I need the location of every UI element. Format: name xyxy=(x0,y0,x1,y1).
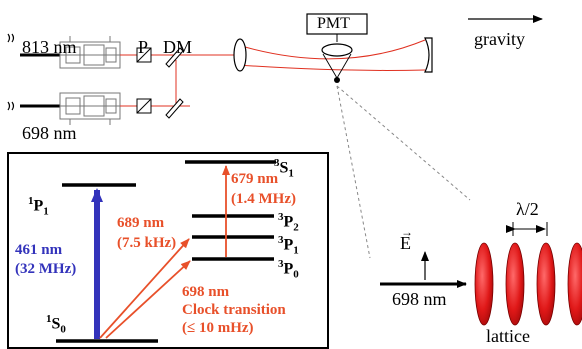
level-3S1: 3S1 xyxy=(274,157,294,180)
label-461nm: 461 nm xyxy=(15,242,63,258)
level-1S0: 1S0 xyxy=(46,313,66,336)
level-3P0: 3P0 xyxy=(278,258,299,281)
label-e-field: →E xyxy=(400,225,413,253)
transition-689-arrow xyxy=(99,238,190,339)
fiber-698-icon xyxy=(7,101,15,111)
level-3P1: 3P1 xyxy=(278,234,299,257)
collimator-698-icon xyxy=(59,92,121,125)
label-7-5khz: (7.5 kHz) xyxy=(117,235,177,251)
e-field-vector-icon: → xyxy=(401,225,413,239)
label-clock-transition: Clock transition xyxy=(182,302,286,318)
transition-698-arrow xyxy=(105,260,191,339)
zoom-line-right xyxy=(336,85,471,201)
label-698nm-top: 698 nm xyxy=(22,123,77,143)
pmt-lens-icon xyxy=(321,43,353,57)
lattice-disks xyxy=(474,242,582,326)
dichroic-mirror-icon xyxy=(165,47,184,119)
label-679nm: 679 nm xyxy=(231,171,279,187)
level-3P2: 3P2 xyxy=(278,211,299,234)
label-dichroic-mirror: DM xyxy=(163,37,193,57)
label-689nm: 689 nm xyxy=(117,215,165,231)
zoom-line-left xyxy=(336,85,371,259)
polarizer-icon xyxy=(136,47,152,114)
label-pmt: PMT xyxy=(317,15,350,32)
energy-level-panel xyxy=(7,152,329,349)
label-10mhz: (≤ 10 mHz) xyxy=(182,320,254,336)
label-polarizer: P xyxy=(138,37,149,57)
energy-level-lines xyxy=(56,160,276,343)
fiber-813-icon xyxy=(7,33,15,43)
cavity-mirror-icon xyxy=(424,37,433,73)
half-wavelength-marker xyxy=(506,222,548,236)
label-698nm-clock: 698 nm xyxy=(182,284,230,300)
label-gravity: gravity xyxy=(474,29,525,49)
atom-cloud xyxy=(334,77,340,83)
lens-icon xyxy=(233,38,247,72)
label-813nm: 813 nm xyxy=(22,37,77,57)
label-half-wavelength: λ/2 xyxy=(516,199,539,219)
label-1-4mhz: (1.4 MHz) xyxy=(231,191,296,207)
label-32mhz: (32 MHz) xyxy=(15,261,77,277)
label-lattice: lattice xyxy=(486,326,530,346)
level-1P1: 1P1 xyxy=(28,195,49,218)
label-698nm-probe: 698 nm xyxy=(392,289,447,309)
